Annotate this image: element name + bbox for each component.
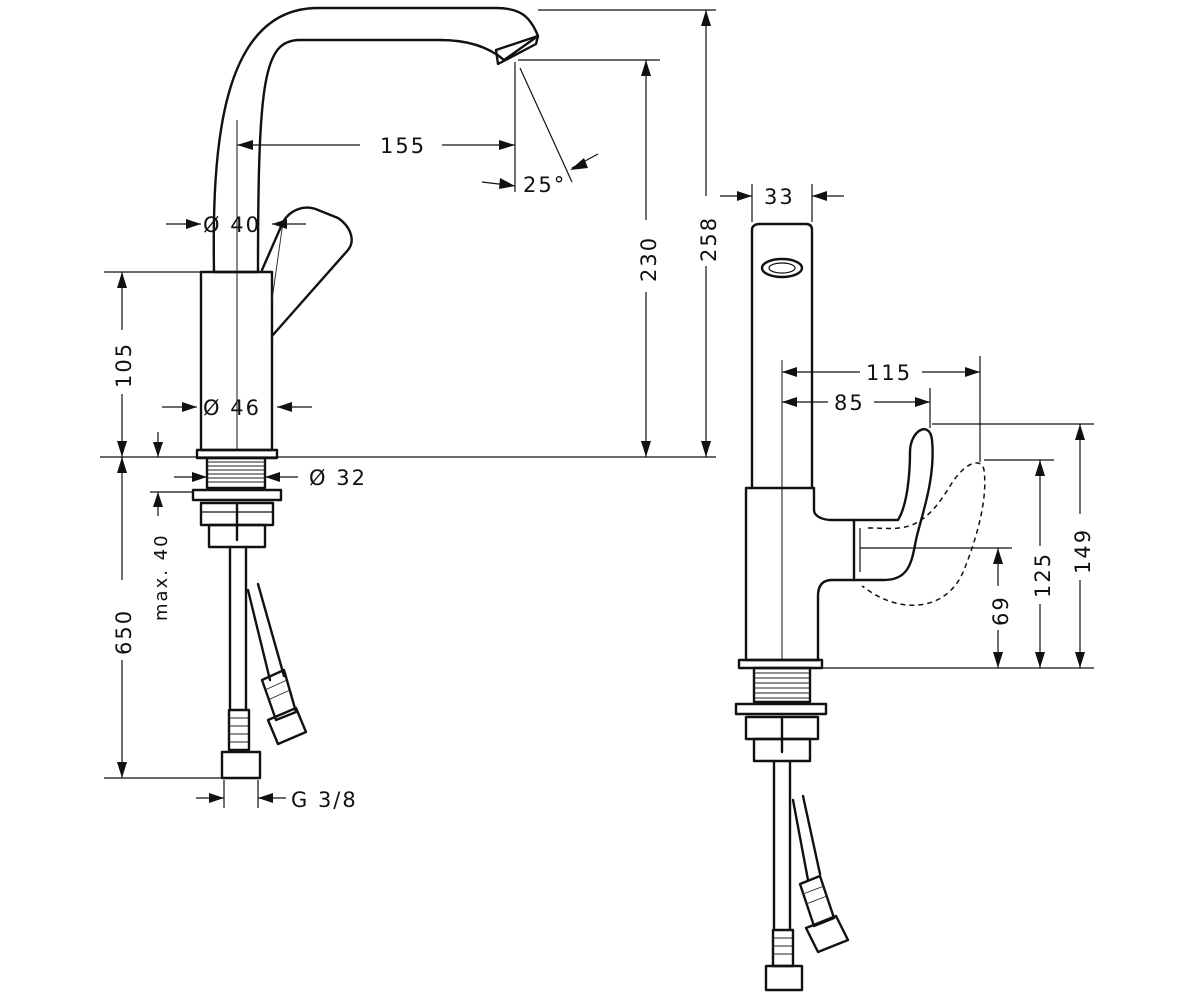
front-view: [191, 6, 540, 780]
side-handle-closed: [852, 428, 934, 582]
spout: [212, 6, 540, 274]
dim-hose-length: 650: [112, 609, 136, 655]
threaded-shank: [205, 456, 267, 490]
aerator: [494, 34, 540, 66]
dim-spout-angle: 25°: [523, 173, 566, 197]
side-view-dimensions: 33 115 85 149 125 69: [720, 184, 1095, 669]
dim-handle-height-max: 149: [1071, 528, 1095, 574]
dim-hole-diameter: Ø 32: [309, 466, 367, 490]
dim-outlet-height: 230: [637, 236, 661, 282]
dim-handle-height-closed: 69: [989, 595, 1013, 626]
dim-handle-height-open: 125: [1031, 552, 1055, 598]
dim-handle-reach-outer: 115: [866, 361, 912, 385]
front-handle: [260, 206, 353, 338]
dim-spout-reach: 155: [380, 134, 426, 158]
dim-handle-reach-inner: 85: [834, 391, 865, 415]
dim-body-height: 105: [112, 342, 136, 388]
dim-body-top-diameter: Ø 40: [203, 213, 261, 237]
side-handle-open: [861, 462, 986, 607]
dim-connection-thread: G 3/8: [291, 788, 358, 812]
dim-body-base-diameter: Ø 46: [203, 396, 261, 420]
side-aerator: [760, 257, 804, 279]
side-spout: [750, 222, 814, 490]
dim-total-height: 258: [697, 216, 721, 262]
dim-max-deck-thickness: max. 40: [151, 533, 172, 621]
side-view: [734, 222, 986, 992]
side-body: [744, 486, 856, 662]
dim-spout-width: 33: [764, 185, 795, 209]
front-view-dimensions: 155 25° Ø 40 Ø 46 Ø 32 105: [100, 9, 721, 812]
